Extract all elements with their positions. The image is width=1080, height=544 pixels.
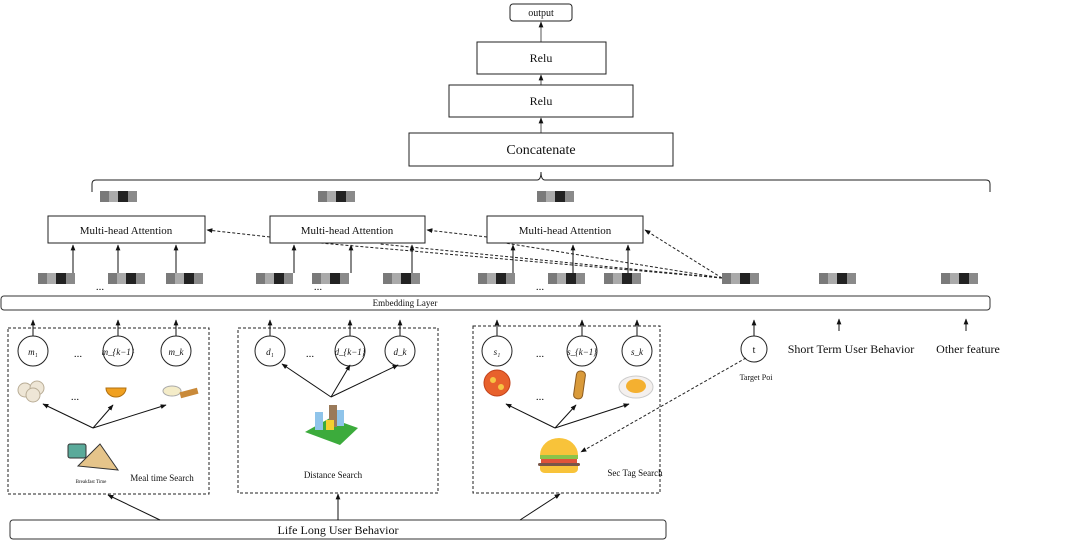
target-poi-node: t Target Poi	[580, 319, 774, 453]
svg-text:s₁: s₁	[494, 347, 501, 357]
multi-head-attention-2: Multi-head Attention	[269, 215, 426, 244]
soup-bowl-icon	[105, 387, 127, 398]
output-box: output	[509, 3, 573, 22]
target-poi-label: Target Poi	[740, 373, 774, 382]
short-term-user-behavior-label: Short Term User Behavior	[788, 342, 915, 356]
dumplings-icon	[17, 380, 45, 403]
embedding-layer: Embedding Layer	[0, 295, 991, 311]
output-label: output	[528, 8, 554, 19]
ellipsis: ...	[71, 391, 80, 403]
svg-text:Multi-head Attention: Multi-head Attention	[301, 225, 394, 237]
ellipsis: ...	[306, 348, 315, 360]
city-buildings-icon	[305, 405, 358, 445]
distance-search-panel: d₁ d_{k−1} d_k ... Distance Search	[237, 319, 439, 494]
svg-text:Multi-head Attention: Multi-head Attention	[80, 225, 173, 237]
other-feature-label: Other feature	[936, 342, 1000, 356]
svg-text:s_{k−1}: s_{k−1}	[567, 347, 597, 357]
sequence-item-node: s_k	[621, 319, 653, 367]
feature-embedding	[256, 273, 293, 284]
feature-embedding	[548, 273, 585, 284]
distance-search-label: Distance Search	[304, 470, 363, 480]
hot-dog-icon	[573, 370, 586, 400]
feature-embedding	[478, 273, 515, 284]
attention-output-embedding	[318, 191, 355, 202]
target-attention-links	[206, 228, 723, 279]
concatenate-box: Concatenate	[408, 132, 674, 167]
ellipsis: ...	[536, 348, 545, 360]
svg-text:d_k: d_k	[394, 347, 408, 357]
svg-text:d₁: d₁	[266, 347, 274, 357]
feature-embedding	[383, 273, 420, 284]
multi-head-attention-3: Multi-head Attention	[486, 215, 644, 244]
pasta-plate-icon	[618, 375, 654, 399]
relu-top-box: Relu	[476, 41, 607, 75]
pizza-icon	[483, 369, 511, 397]
svg-text:m_{k−1}: m_{k−1}	[102, 347, 135, 357]
svg-text:m_k: m_k	[169, 347, 185, 357]
concatenate-label: Concatenate	[506, 143, 575, 158]
sequence-item-node: d_{k−1}	[334, 319, 366, 367]
feature-embedding	[941, 273, 978, 284]
attention-output-embedding	[537, 191, 574, 202]
sequence-item-node: d₁	[254, 319, 286, 367]
svg-text:s_k: s_k	[631, 347, 644, 357]
porridge-toast-icon	[162, 385, 199, 399]
sec-tag-search-label: Sec Tag Search	[607, 468, 663, 478]
svg-text:Embedding Layer: Embedding Layer	[373, 298, 438, 308]
svg-text:Life Long User Behavior: Life Long User Behavior	[278, 523, 399, 537]
sequence-item-node: m_k	[160, 319, 192, 367]
ellipsis: ...	[74, 348, 83, 360]
sequence-item-node: d_k	[384, 319, 416, 367]
sequence-item-node: m_{k−1}	[102, 319, 135, 367]
svg-text:d_{k−1}: d_{k−1}	[335, 347, 366, 357]
svg-text:t: t	[753, 345, 756, 356]
sequence-embeddings	[38, 244, 978, 284]
sequence-item-node: s₁	[481, 319, 513, 367]
sequence-item-node: s_{k−1}	[566, 319, 598, 367]
ellipsis: ...	[536, 391, 545, 403]
concatenate-brace	[91, 171, 991, 192]
feature-embedding	[38, 273, 75, 284]
burger-icon	[538, 438, 580, 473]
attention-output-embedding	[100, 191, 137, 202]
ellipsis: ...	[314, 281, 323, 293]
sec-tag-search-panel: s₁ s_{k−1} s_k ... ... Sec Tag Search	[472, 319, 663, 494]
feature-embedding	[604, 273, 641, 284]
svg-text:Multi-head Attention: Multi-head Attention	[519, 225, 612, 237]
sequence-item-node: m₁	[17, 319, 49, 367]
ellipsis: ...	[536, 281, 545, 293]
feature-embedding	[819, 273, 856, 284]
breakfast-sandwich-icon: Breakfast Time	[67, 443, 120, 485]
meal-time-search-label: Meal time Search	[130, 473, 194, 483]
feature-embedding	[722, 273, 759, 284]
svg-text:m₁: m₁	[28, 347, 38, 357]
relu-top-label: Relu	[530, 51, 553, 65]
multi-head-attention-1: Multi-head Attention	[47, 215, 206, 244]
feature-embedding	[312, 273, 349, 284]
ellipsis: ...	[96, 281, 105, 293]
feature-embedding	[108, 273, 145, 284]
feature-embedding	[166, 273, 203, 284]
relu-bottom-label: Relu	[530, 94, 553, 108]
life-long-user-behavior: Life Long User Behavior	[9, 493, 667, 540]
relu-bottom-box: Relu	[448, 84, 634, 118]
svg-text:Breakfast Time: Breakfast Time	[76, 480, 107, 485]
meal-time-search-panel: m₁ m_{k−1} m_k ... ... Breakfast Time Meal…	[7, 319, 210, 495]
